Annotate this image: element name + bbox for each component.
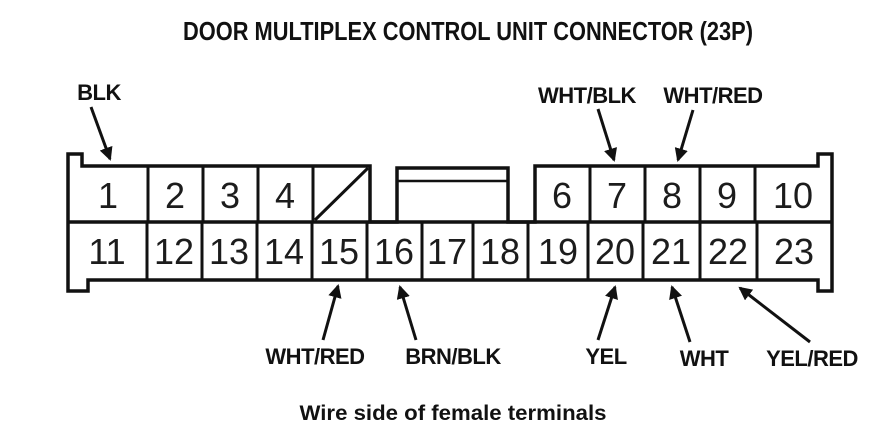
pin-cell-17: 17 — [427, 231, 467, 272]
wire-label-brn-blk: BRN/BLK — [405, 344, 501, 369]
pin-cell-23: 23 — [774, 231, 814, 272]
wire-label-yel: YEL — [585, 344, 626, 369]
arrow-yel-to-pin20 — [596, 285, 618, 341]
pin-cell-2: 2 — [165, 175, 185, 216]
pin-cell-15: 15 — [319, 231, 359, 272]
wire-label-wht-blk: WHT/BLK — [538, 83, 637, 108]
arrow-wht-red-to-pin15 — [321, 284, 342, 341]
wire-label-blk: BLK — [77, 80, 121, 105]
pin-cell-7: 7 — [607, 175, 627, 216]
arrow-brn-blk-to-pin16 — [396, 285, 418, 341]
pin-cell-3: 3 — [220, 175, 240, 216]
arrow-wht-red-to-pin8 — [674, 109, 695, 162]
pin-cell-13: 13 — [209, 231, 249, 272]
pin-cell-9: 9 — [717, 175, 737, 216]
arrow-blk-to-pin1 — [89, 106, 113, 161]
pin-cell-14: 14 — [264, 231, 304, 272]
arrow-wht-to-pin21 — [669, 285, 692, 343]
wire-label-wht-red-bottom: WHT/RED — [265, 344, 364, 369]
pin-cell-18: 18 — [480, 231, 520, 272]
diagram-caption: Wire side of female terminals — [300, 402, 607, 425]
wire-label-wht-red-top: WHT/RED — [663, 83, 762, 108]
bottom-row-cell-dividers — [145, 222, 759, 280]
pin-cell-22: 22 — [708, 231, 748, 272]
top-row-cell-dividers — [146, 166, 757, 222]
pin-cell-1: 1 — [98, 175, 118, 216]
pin-cell-21: 21 — [651, 231, 691, 272]
blank-cavity-slash-icon — [313, 166, 370, 222]
pin-cell-12: 12 — [154, 231, 194, 272]
wire-label-wht: WHT — [680, 346, 730, 371]
arrow-yel-red-to-pin22 — [738, 286, 811, 344]
pin-cell-10: 10 — [773, 175, 813, 216]
pin-cell-6: 6 — [552, 175, 572, 216]
arrow-wht-blk-to-pin7 — [596, 108, 618, 162]
pin-cell-8: 8 — [662, 175, 682, 216]
pin-cell-20: 20 — [595, 231, 635, 272]
connector-body-outline — [66, 152, 834, 293]
pin-cell-16: 16 — [374, 231, 414, 272]
pin-cell-11: 11 — [88, 231, 125, 272]
diagram-title: DOOR MULTIPLEX CONTROL UNIT CONNECTOR (2… — [183, 16, 753, 46]
pin-cell-19: 19 — [538, 231, 578, 272]
wire-label-yel-red: YEL/RED — [766, 346, 858, 371]
pin-cell-4: 4 — [275, 175, 295, 216]
